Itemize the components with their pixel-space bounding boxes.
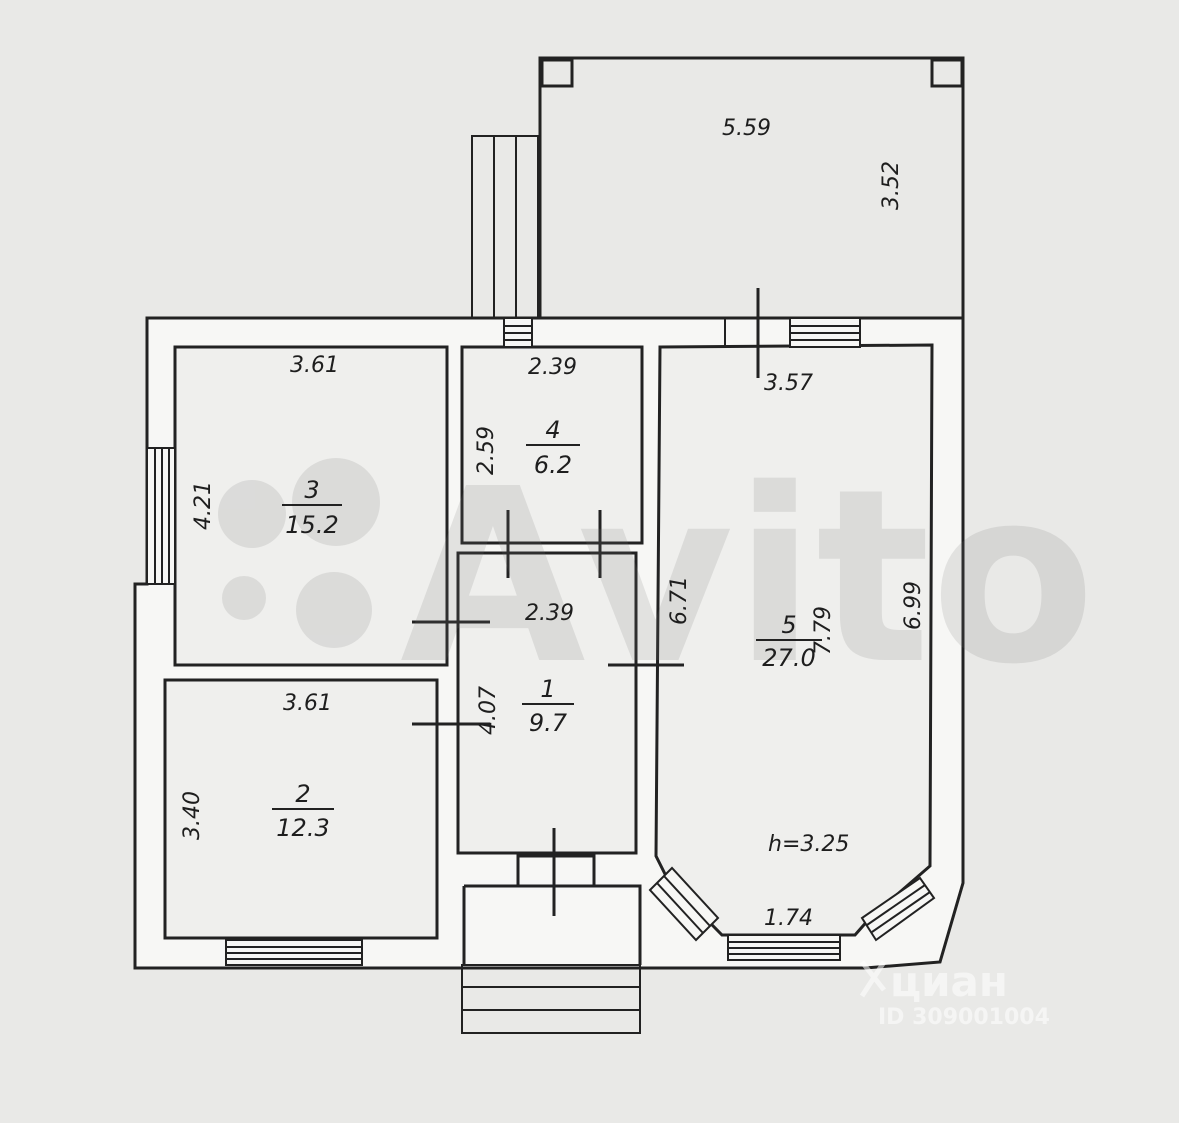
avito-watermark: Avito: [218, 437, 1096, 717]
bay-window-right: [860, 876, 936, 942]
cian-watermark-id: ID 309001004: [878, 1005, 1050, 1030]
room-2-width-label: 3.61: [283, 691, 332, 716]
room-4-height-label: 2.59: [474, 426, 499, 475]
room-3-height-label: 4.21: [191, 481, 216, 530]
room-5-height-label-b: 7.79: [811, 606, 836, 655]
windows: [146, 317, 936, 966]
room-1-number: 1: [540, 675, 555, 703]
room-5-area: 27.0: [762, 644, 815, 672]
room-3-width-label: 3.61: [290, 353, 339, 378]
bay-width-label: 1.74: [764, 906, 813, 931]
cian-logo-icon: [859, 960, 887, 998]
rooms: [163, 343, 934, 940]
room-3-area: 15.2: [285, 511, 338, 539]
room-4-number: 4: [545, 416, 560, 444]
room-labels: 3 15.2 4 6.2 1 9.7 5 27.0 2 12.3: [272, 416, 822, 842]
room-1-height-label: 4.07: [476, 686, 501, 735]
cian-watermark: циан ID 309001004: [859, 957, 1050, 1030]
room-4-area: 6.2: [534, 451, 572, 479]
room-5-number: 5: [781, 611, 796, 639]
room-4-width-label: 2.39: [528, 355, 577, 380]
entrance-porch: [461, 854, 642, 1034]
terrace-depth-label: 3.52: [879, 161, 904, 210]
room-5-width-label: 3.57: [764, 371, 813, 396]
dimension-labels: 3.61 4.21 2.39 2.59 3.57 2.39 4.07 6.71 …: [180, 353, 926, 931]
terrace-width-label: 5.59: [722, 116, 771, 141]
room-1-width-label: 2.39: [525, 601, 574, 626]
room-2-number: 2: [295, 780, 310, 808]
bay-window-center: [727, 934, 841, 961]
door-marks: [412, 288, 760, 916]
room-2-area: 12.3: [276, 814, 329, 842]
room-5-height-label-a: 6.71: [667, 576, 692, 625]
ceiling-height-label: h=3.25: [768, 832, 849, 857]
room-3-number: 3: [304, 476, 319, 504]
terrace: 5.59 3.52: [538, 56, 965, 320]
room-2-height-label: 3.40: [180, 791, 205, 840]
room-4: [460, 345, 644, 545]
cian-watermark-text: циан: [890, 957, 1008, 1006]
room-1-area: 9.7: [529, 709, 568, 737]
avito-watermark-text: Avito: [400, 437, 1096, 717]
room-5-height-label-c: 6.99: [901, 581, 926, 630]
bay-window-left: [648, 866, 720, 942]
terrace-stairs: [471, 135, 539, 321]
